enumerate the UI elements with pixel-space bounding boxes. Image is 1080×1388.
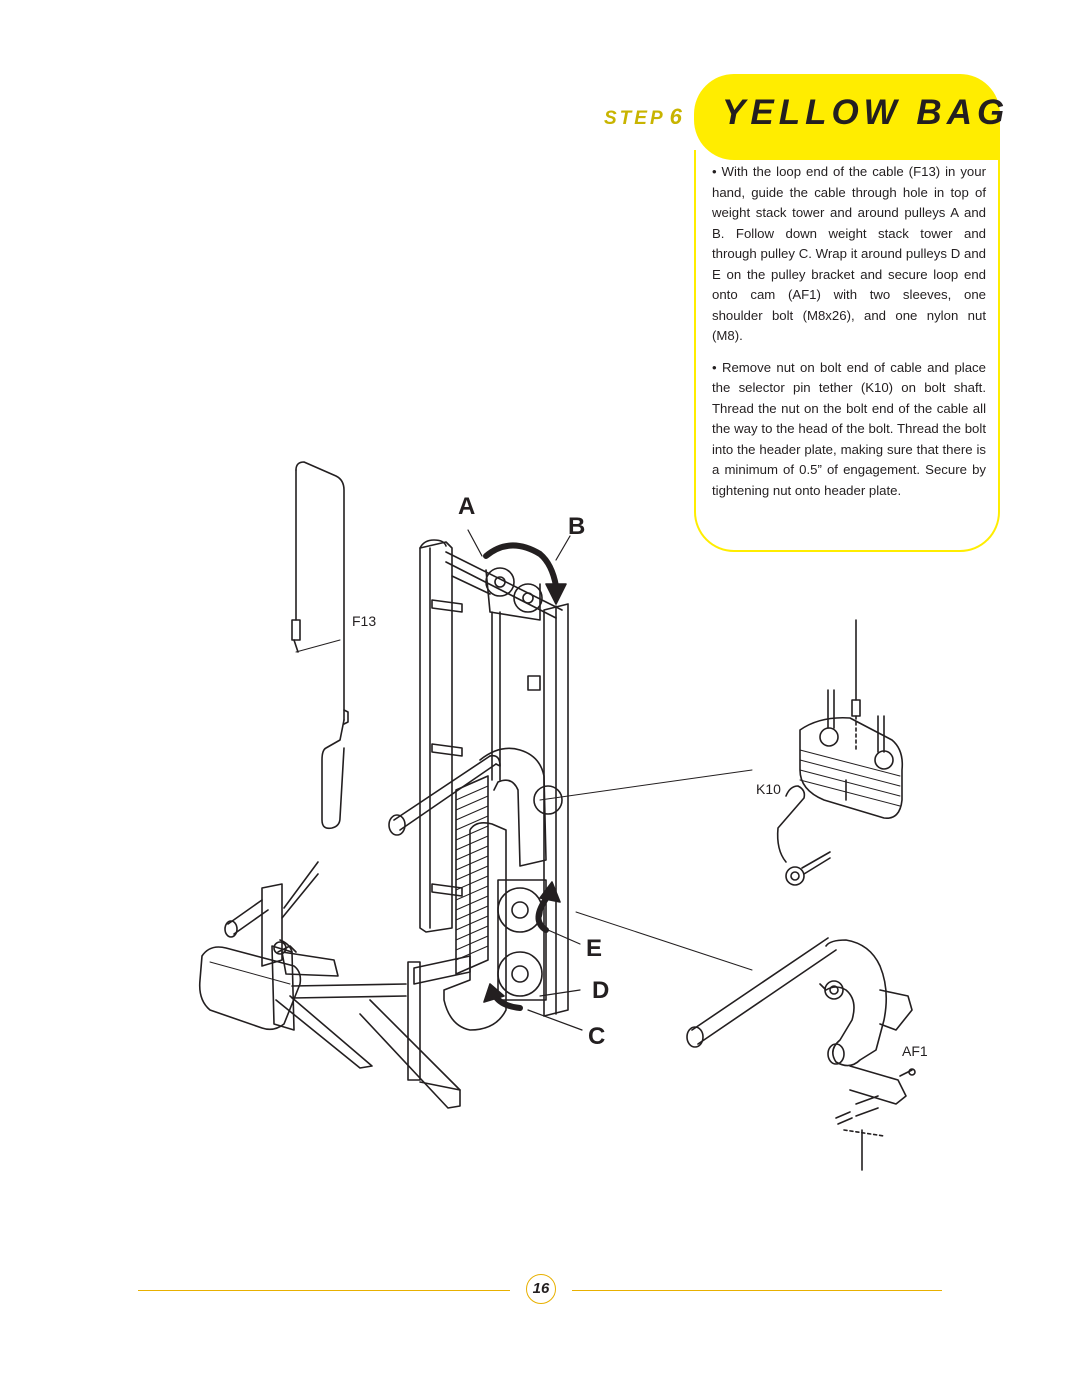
label-b: B bbox=[568, 513, 585, 540]
instruction-paragraph-2: • Remove nut on bolt end of cable and pl… bbox=[712, 359, 986, 498]
label-c: C bbox=[588, 1023, 605, 1050]
step-word: STEP bbox=[604, 108, 666, 129]
tower-frame-drawing bbox=[198, 529, 583, 1109]
label-k10: K10 bbox=[756, 781, 781, 797]
label-f13: F13 bbox=[352, 613, 376, 629]
instruction-paragraph-1: • With the loop end of the cable (F13) i… bbox=[712, 164, 986, 343]
instructions-text: • With the loop end of the cable (F13) i… bbox=[712, 162, 986, 512]
cam-detail-drawing bbox=[686, 937, 916, 1171]
step-number: 6 bbox=[669, 104, 682, 129]
page-number: 16 bbox=[526, 1274, 556, 1304]
footer-rule-right bbox=[572, 1290, 942, 1291]
label-af1: AF1 bbox=[902, 1043, 928, 1059]
page-title: YELLOW BAG bbox=[722, 93, 1010, 132]
cable-f13-drawing bbox=[291, 461, 349, 830]
label-e: E bbox=[586, 935, 602, 962]
title-banner bbox=[694, 74, 1000, 160]
footer-rule-left bbox=[138, 1290, 510, 1291]
assembly-diagram: A B E D C F13 K10 AF1 bbox=[198, 461, 928, 1171]
weight-stack-detail-drawing bbox=[776, 619, 904, 886]
instructions-box bbox=[694, 150, 1000, 552]
label-d: D bbox=[592, 977, 609, 1004]
label-a: A bbox=[458, 493, 475, 520]
